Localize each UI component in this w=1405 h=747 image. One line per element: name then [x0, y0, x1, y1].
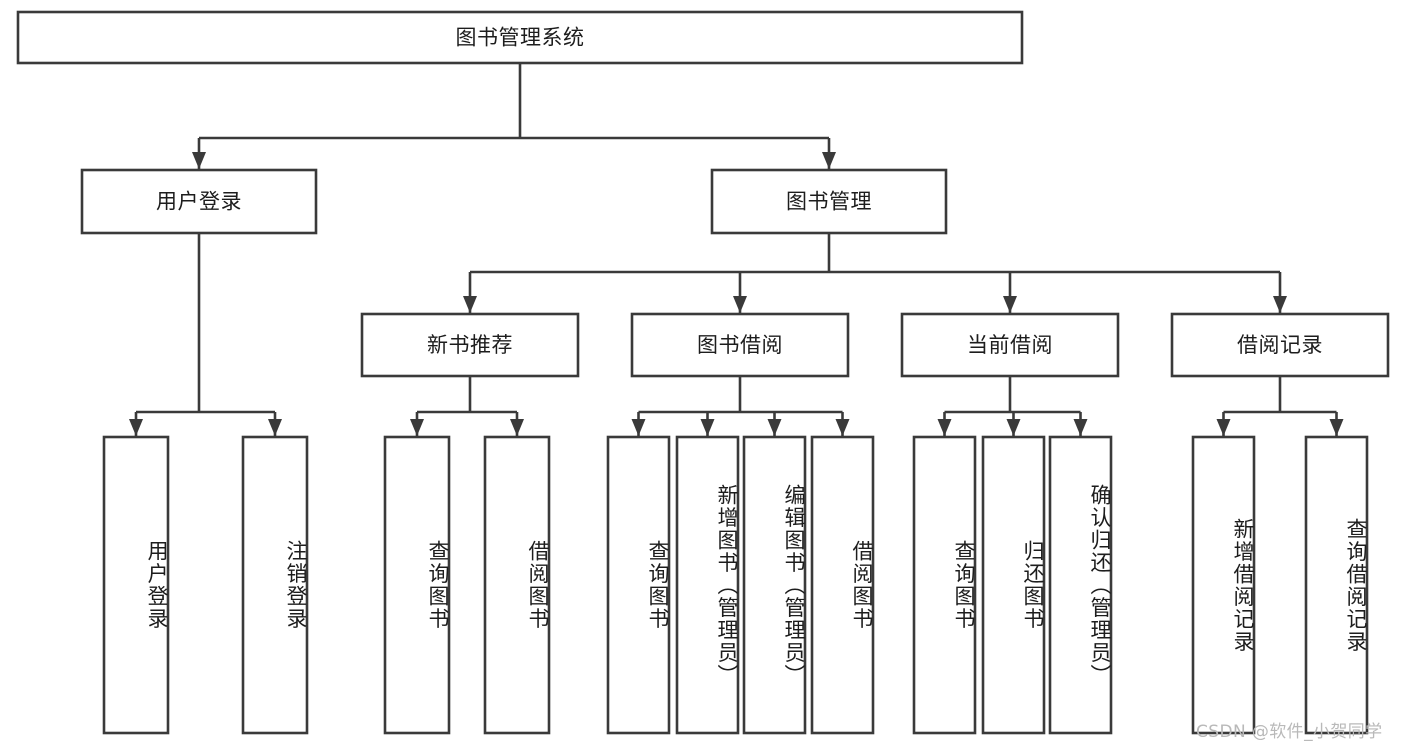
node-box-leaf-query-book-2[interactable] [606, 435, 671, 735]
l2-to-l3-arrow-2 [1003, 296, 1017, 313]
leafgrp-book-borrow-arrow-0 [631, 419, 646, 436]
connectors-layer [129, 63, 1344, 436]
node-label-new-book-rec: 新书推荐 [427, 333, 513, 357]
leafgrp-book-borrow-arrow-1 [700, 419, 715, 436]
node-box-current-borrow[interactable] [900, 312, 1120, 378]
leafgrp-current-borrow-arrow-0 [937, 419, 952, 436]
node-box-new-book-rec[interactable] [360, 312, 580, 378]
leafgrp-user-login-arrow-1 [268, 419, 282, 436]
leafgrp-new-book-rec-arrow-0 [410, 419, 424, 436]
node-box-leaf-add-record[interactable] [1191, 435, 1256, 735]
node-box-leaf-query-record[interactable] [1304, 435, 1369, 735]
l2-to-l3-arrow-3 [1273, 296, 1287, 313]
node-box-book-manage[interactable] [710, 168, 948, 235]
node-label-borrow-record: 借阅记录 [1237, 333, 1323, 357]
node-label-current-borrow: 当前借阅 [967, 333, 1053, 357]
leafgrp-book-borrow-arrow-2 [767, 419, 782, 436]
boxes-layer [16, 10, 1390, 735]
leafgrp-current-borrow-arrow-1 [1006, 419, 1021, 436]
l2-to-l3-arrow-1 [733, 296, 747, 313]
leafgrp-book-borrow-arrow-3 [835, 419, 850, 436]
root-to-l2-arrow-0 [192, 152, 206, 169]
node-box-leaf-user-logout[interactable] [241, 435, 309, 735]
leafgrp-borrow-record-arrow-0 [1216, 419, 1231, 436]
node-box-leaf-query-book-1[interactable] [383, 435, 451, 735]
leafgrp-borrow-record-arrow-1 [1329, 419, 1344, 436]
node-label-book-borrow: 图书借阅 [697, 333, 783, 357]
node-box-leaf-edit-book[interactable] [742, 435, 807, 735]
l2-to-l3-arrow-0 [463, 296, 477, 313]
leafgrp-user-login-arrow-0 [129, 419, 143, 436]
node-box-book-borrow[interactable] [630, 312, 850, 378]
root-to-l2-arrow-1 [822, 152, 836, 169]
node-box-leaf-query-book-3[interactable] [912, 435, 977, 735]
node-box-root[interactable] [16, 10, 1024, 65]
node-box-leaf-user-login[interactable] [102, 435, 170, 735]
node-box-leaf-add-book[interactable] [675, 435, 740, 735]
node-label-book-manage: 图书管理 [786, 190, 872, 214]
node-box-user-login[interactable] [80, 168, 318, 235]
leafgrp-current-borrow-arrow-2 [1073, 419, 1088, 436]
csdn-watermark: CSDN @软件_小贺同学 [1196, 722, 1383, 742]
node-box-leaf-borrow-book-1[interactable] [483, 435, 551, 735]
node-label-root: 图书管理系统 [456, 26, 585, 50]
node-label-user-login: 用户登录 [156, 190, 242, 214]
leafgrp-new-book-rec-arrow-1 [510, 419, 524, 436]
node-box-leaf-borrow-book-2[interactable] [810, 435, 875, 735]
node-box-borrow-record[interactable] [1170, 312, 1390, 378]
node-box-leaf-confirm-return[interactable] [1048, 435, 1113, 735]
node-box-leaf-return-book[interactable] [981, 435, 1046, 735]
